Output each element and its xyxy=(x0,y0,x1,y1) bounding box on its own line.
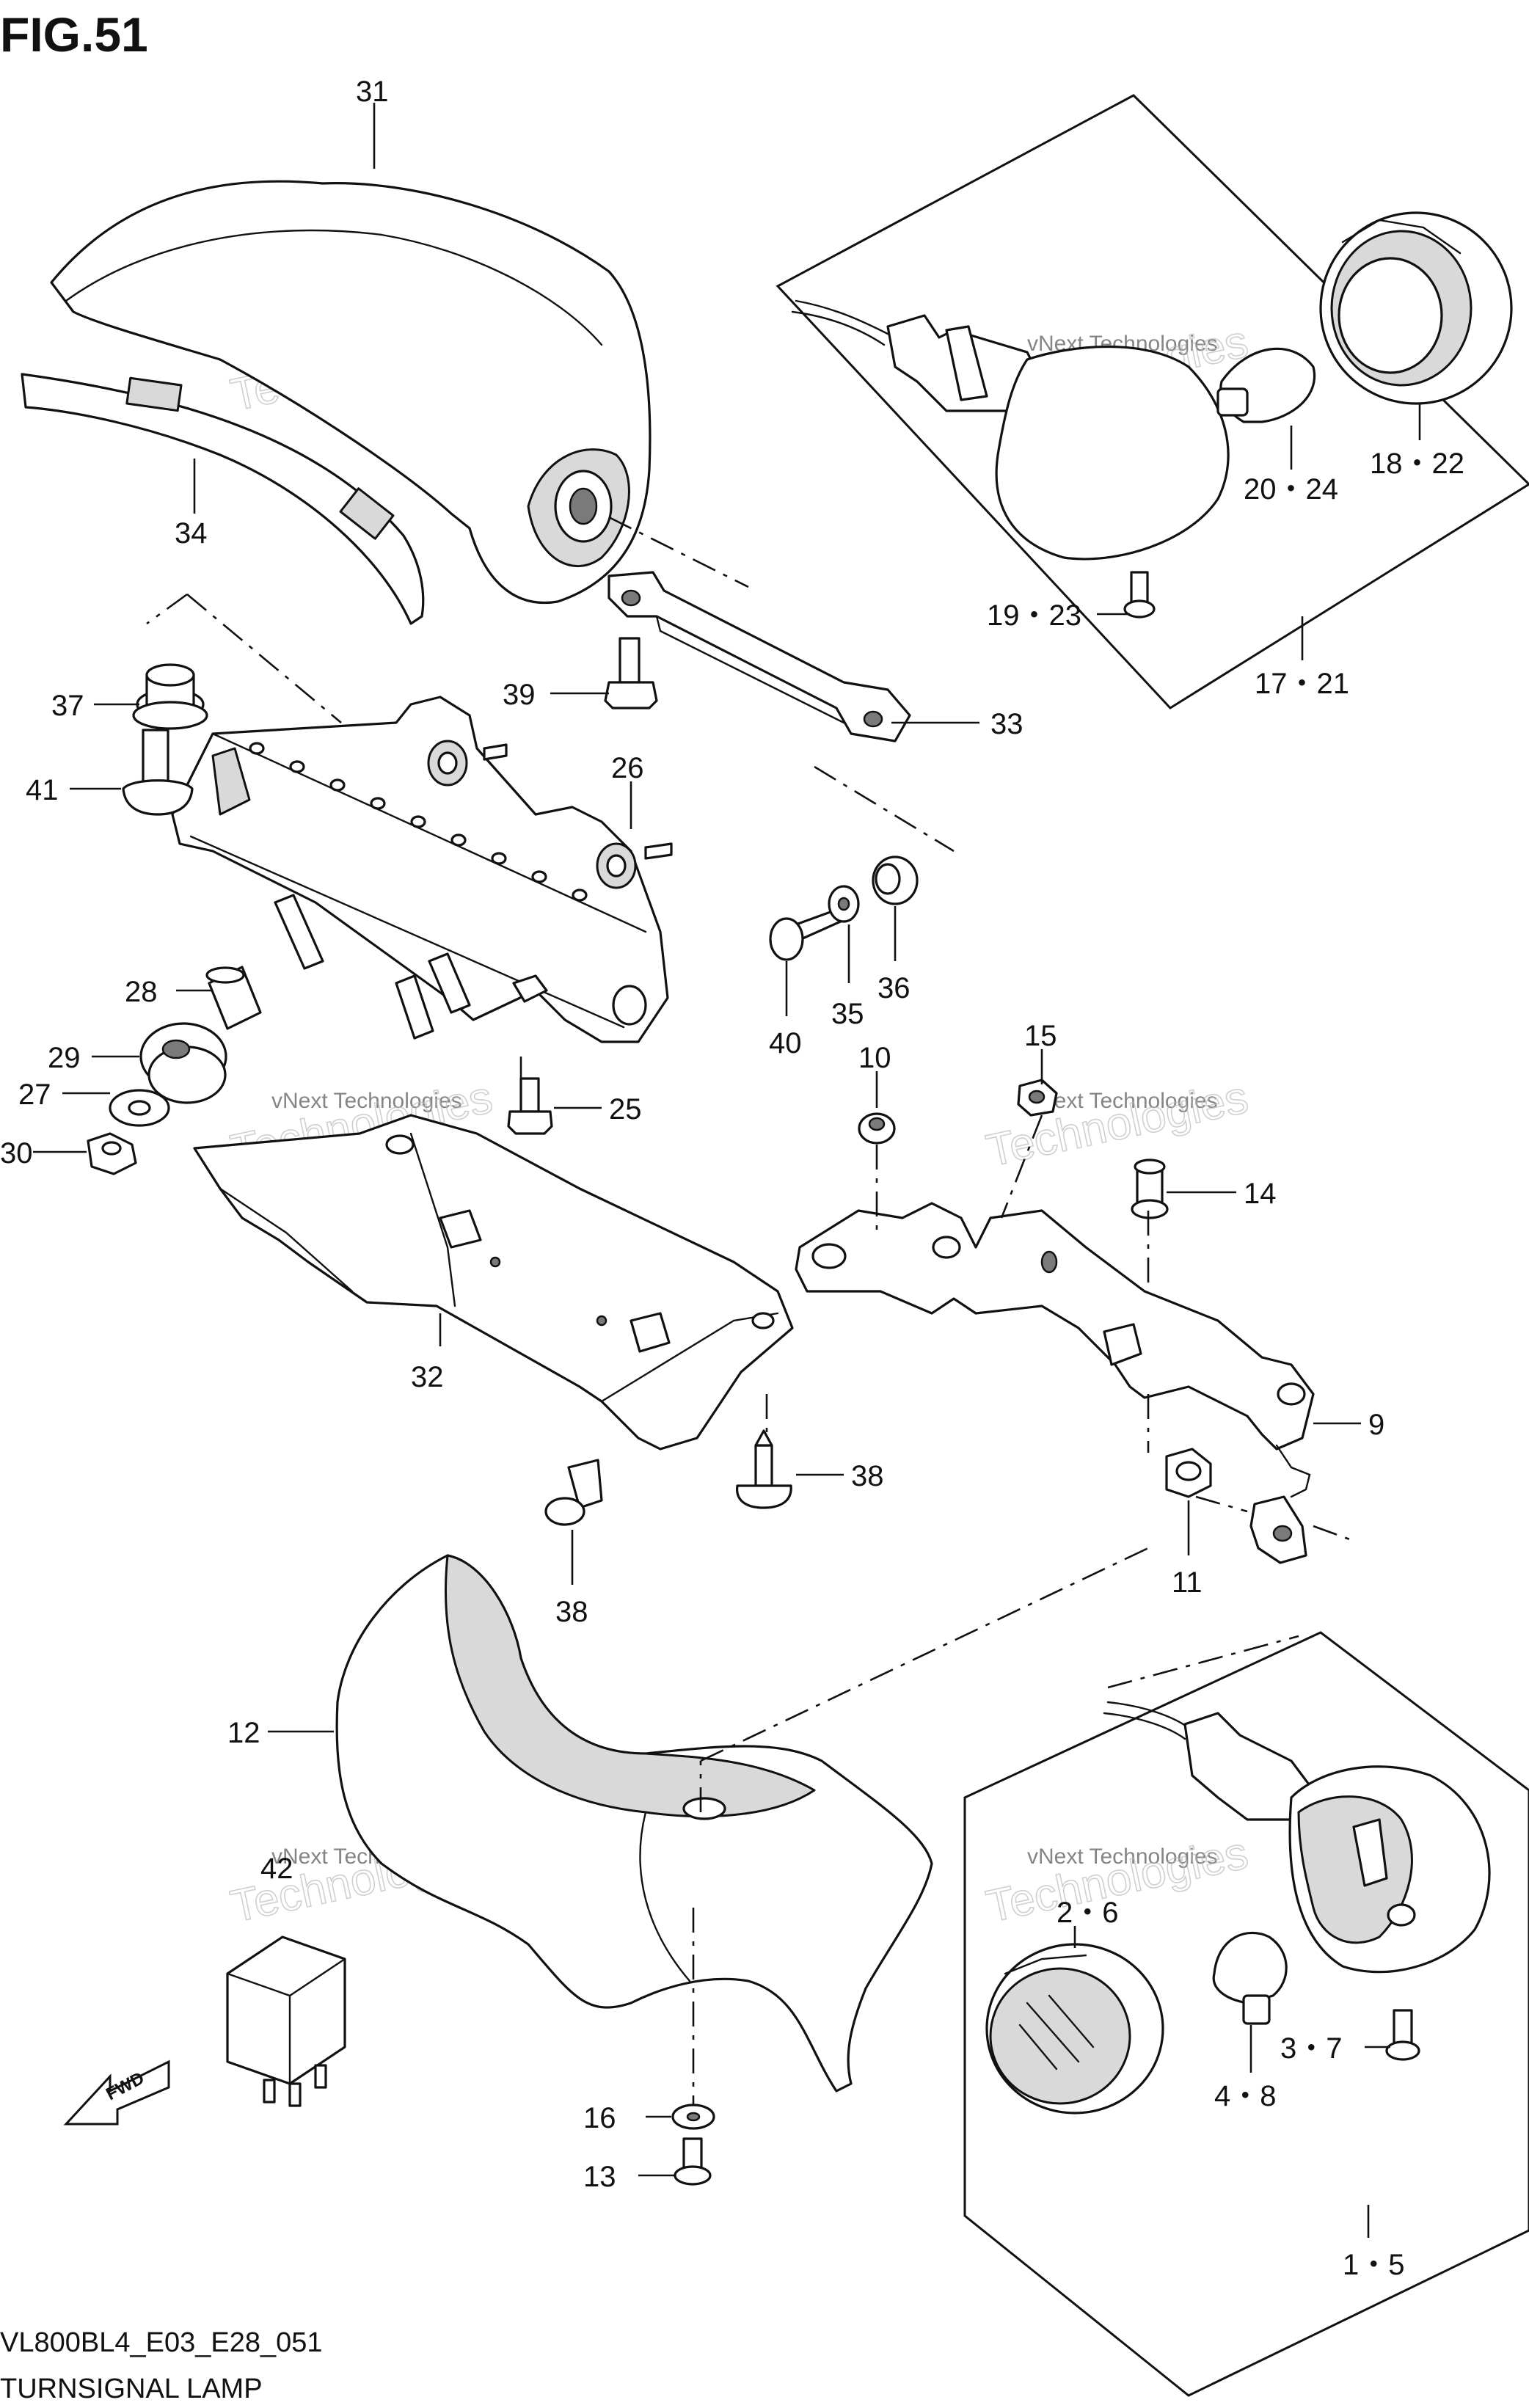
callout-20-24: 20・24 xyxy=(1244,473,1338,506)
screw-19-23 xyxy=(1123,571,1156,619)
rivet-38-left xyxy=(544,1459,603,1526)
grommet-37 xyxy=(132,663,208,730)
upper-turnsignal-box xyxy=(776,94,1529,709)
callout-13: 13 xyxy=(583,2161,616,2193)
fwd-arrow-icon: FWD xyxy=(63,2059,170,2126)
callout-9: 9 xyxy=(1368,1409,1384,1441)
callout-36: 36 xyxy=(877,972,911,1004)
upper-turnsignal-assembly xyxy=(776,94,1529,709)
leader-lines xyxy=(33,103,1421,2238)
bracket-holes xyxy=(249,742,588,902)
bolt-25 xyxy=(507,1077,553,1135)
callout-38-left: 38 xyxy=(555,1596,588,1628)
callout-12: 12 xyxy=(227,1717,260,1749)
callout-17-21: 17・21 xyxy=(1255,668,1349,700)
callout-27: 27 xyxy=(18,1079,51,1111)
callout-labels: 31 34 37 41 39 26 33 28 29 27 30 25 40 3… xyxy=(0,76,1464,2281)
callout-3-7: 3・7 xyxy=(1280,2032,1343,2065)
lower-turnsignal-box xyxy=(963,1631,1529,2397)
spacer-28 xyxy=(205,966,262,1030)
grommet-10 xyxy=(858,1112,896,1145)
watermark-3: vNext Technologies xyxy=(271,1089,462,1113)
screw-3-7 xyxy=(1385,2009,1420,2061)
part-31-rear-cover xyxy=(50,180,652,604)
bolt-39 xyxy=(604,637,658,709)
callout-37: 37 xyxy=(51,690,84,722)
nut-30 xyxy=(87,1132,137,1175)
callout-42: 42 xyxy=(260,1853,293,1885)
callout-33: 33 xyxy=(990,708,1023,740)
part-9-side-bracket xyxy=(795,1202,1315,1564)
callout-35: 35 xyxy=(831,998,864,1030)
lens-18-22 xyxy=(1319,211,1513,405)
collar-14 xyxy=(1131,1159,1169,1219)
callout-34: 34 xyxy=(175,517,208,550)
callout-11: 11 xyxy=(1172,1566,1203,1599)
bolt-41 xyxy=(122,729,194,816)
washer-27 xyxy=(109,1089,170,1127)
callout-41: 41 xyxy=(26,774,59,806)
washer-16 xyxy=(671,2104,715,2130)
nut-15 xyxy=(1017,1079,1058,1117)
callout-38-right: 38 xyxy=(851,1460,884,1492)
callout-29: 29 xyxy=(48,1042,81,1074)
grommet-36 xyxy=(872,855,919,905)
figure-title: FIG.51 xyxy=(0,7,148,62)
screw-13 xyxy=(674,2137,712,2186)
callout-30: 30 xyxy=(0,1137,33,1170)
callout-31: 31 xyxy=(356,76,389,108)
lens-2-6 xyxy=(985,1943,1164,2115)
watermark-6: vNext Technologies xyxy=(1027,1845,1218,1869)
callout-19-23: 19・23 xyxy=(987,599,1081,632)
callout-18-22: 18・22 xyxy=(1370,448,1464,480)
part-26-main-bracket xyxy=(171,696,673,1043)
bulb-4-8 xyxy=(1212,1931,1288,2025)
callout-28: 28 xyxy=(125,976,158,1008)
part-42-relay xyxy=(226,1935,346,2107)
callout-15: 15 xyxy=(1024,1020,1057,1052)
watermark-4: vNext Technologies xyxy=(1027,1089,1218,1113)
callout-32: 32 xyxy=(411,1361,444,1393)
part-32-plate xyxy=(193,1114,794,1451)
section-name: TURNSIGNAL LAMP xyxy=(0,2374,263,2404)
part-12-lower-cover xyxy=(335,1554,933,2093)
callout-40: 40 xyxy=(769,1027,802,1059)
callout-16: 16 xyxy=(583,2102,616,2134)
callout-14: 14 xyxy=(1244,1178,1277,1210)
callout-39: 39 xyxy=(503,679,536,711)
lower-turnsignal-assembly xyxy=(963,1631,1529,2397)
grommet-29 xyxy=(139,1022,227,1104)
alignment-lines xyxy=(146,516,1354,2106)
callout-1-5: 1・5 xyxy=(1343,2249,1405,2281)
part-34-reflector xyxy=(21,373,425,625)
rivet-38-right xyxy=(736,1429,792,1509)
model-code: VL800BL4_E03_E28_051 xyxy=(0,2327,323,2358)
callout-25: 25 xyxy=(609,1093,642,1125)
callout-26: 26 xyxy=(611,752,644,784)
callout-10: 10 xyxy=(858,1042,891,1074)
screw-40 xyxy=(769,908,844,961)
callout-4-8: 4・8 xyxy=(1214,2080,1277,2112)
nut-11 xyxy=(1165,1448,1212,1498)
washer-35 xyxy=(828,885,860,923)
part-33-bracket xyxy=(607,571,911,743)
callout-2-6: 2・6 xyxy=(1057,1897,1119,1929)
